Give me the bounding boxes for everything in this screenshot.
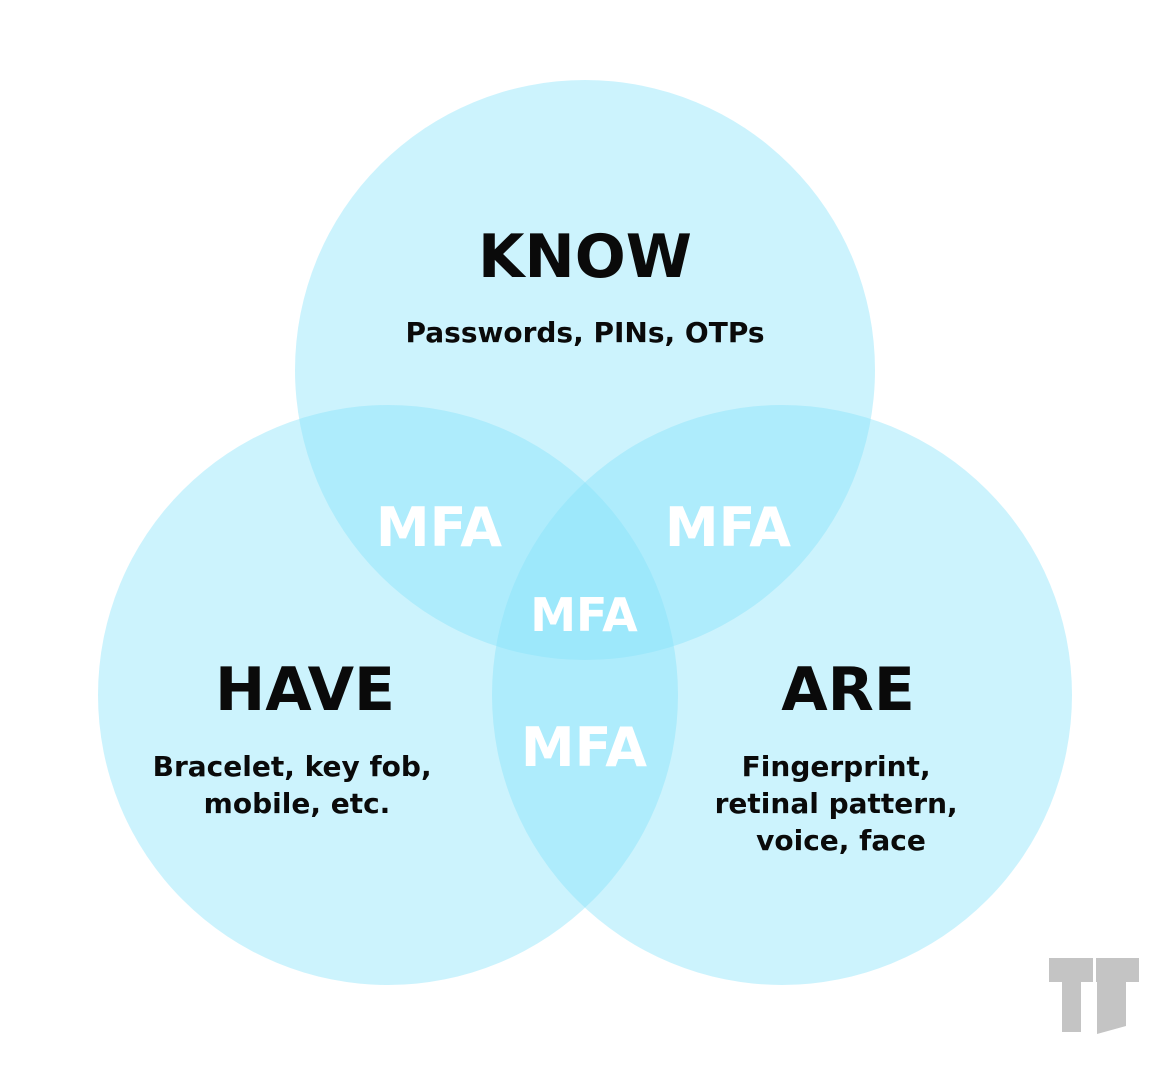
know-circle xyxy=(295,80,875,660)
are-title: ARE xyxy=(781,655,915,725)
are-description-line: voice, face xyxy=(756,824,926,857)
have-description-line: mobile, etc. xyxy=(204,787,391,820)
overlap-know-have-label: MFA xyxy=(376,496,502,559)
are-description: Fingerprint, retinal pattern, voice, fac… xyxy=(715,750,968,857)
overlap-have-are-label: MFA xyxy=(521,716,647,779)
overlap-know-are-label: MFA xyxy=(665,496,791,559)
know-description-line: Passwords, PINs, OTPs xyxy=(405,316,764,349)
have-circle xyxy=(98,405,678,985)
are-description-line: retinal pattern, xyxy=(715,787,958,820)
tt-logo-icon xyxy=(1049,958,1139,1034)
overlap-all-three-label: MFA xyxy=(530,588,638,642)
have-description-line: Bracelet, key fob, xyxy=(153,750,432,783)
are-description-line: Fingerprint, xyxy=(742,750,931,783)
are-circle xyxy=(492,405,1072,985)
have-title: HAVE xyxy=(215,655,395,725)
venn-circles xyxy=(98,80,1072,985)
know-title: KNOW xyxy=(478,222,692,292)
know-description: Passwords, PINs, OTPs xyxy=(405,316,764,349)
have-description: Bracelet, key fob, mobile, etc. xyxy=(153,750,442,820)
